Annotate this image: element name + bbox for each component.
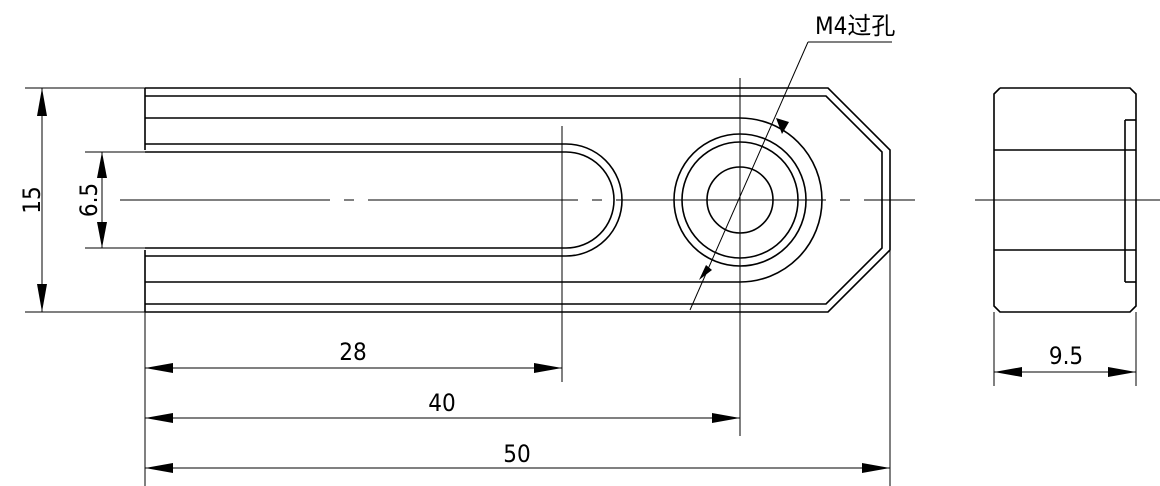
dim-thickness: 9.5 — [993, 312, 1137, 386]
dim-overall-height: 15 — [18, 87, 145, 313]
callout-label: M4过孔 — [815, 12, 895, 40]
side-view — [975, 87, 1160, 313]
arrow-bottom — [37, 284, 47, 312]
side-outline — [993, 87, 1137, 313]
callout-arrow-top — [776, 118, 789, 134]
dim-text: 15 — [18, 186, 46, 213]
arrow-left — [994, 367, 1022, 377]
arrow-left — [145, 413, 173, 423]
dim-text: 28 — [339, 338, 366, 366]
arrow-top — [97, 152, 107, 178]
arrow-bottom — [97, 222, 107, 248]
arrow-right — [712, 413, 740, 423]
dim-text: 6.5 — [75, 183, 103, 217]
callout-arrow-bottom — [699, 265, 712, 280]
slot-inner — [145, 151, 615, 249]
arrow-right — [862, 463, 890, 473]
arrow-left — [145, 463, 173, 473]
dim-hole-position: 40 — [145, 389, 740, 423]
dim-overall-length: 50 — [145, 250, 891, 486]
arrow-right — [1108, 367, 1136, 377]
dim-text: 40 — [428, 389, 455, 417]
arrow-left — [145, 363, 173, 373]
arrow-top — [37, 88, 47, 116]
callout-m4-hole: M4过孔 — [689, 12, 895, 311]
arrow-right — [534, 363, 562, 373]
dim-text: 50 — [503, 440, 530, 468]
dim-text: 9.5 — [1049, 342, 1083, 370]
front-view — [120, 78, 915, 436]
dim-slot-length: 28 — [144, 126, 563, 486]
dim-slot-width: 6.5 — [75, 151, 145, 249]
callout-leader — [689, 41, 809, 311]
